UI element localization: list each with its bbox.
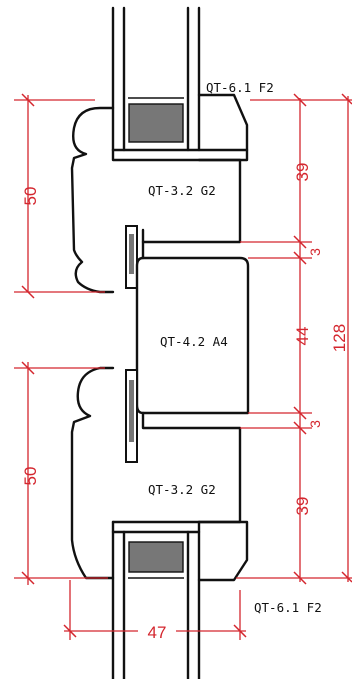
middle-sash-profile <box>135 256 250 415</box>
dim-right-gap-lower: 3 <box>307 420 323 428</box>
dim-left-upper: 50 <box>21 187 40 206</box>
bottom-width-dimension <box>63 580 247 640</box>
right-dimensions <box>236 93 352 585</box>
upper-gasket-core <box>129 234 134 274</box>
dim-right-bottom: 39 <box>293 497 312 516</box>
dim-right-middle: 44 <box>293 327 312 346</box>
upper-sash-profile <box>70 106 242 294</box>
label-lower-sash: QT-3.2 G2 <box>148 482 216 497</box>
left-dimensions <box>14 93 108 585</box>
bottom-glass-spacer <box>128 541 184 573</box>
top-glass-spacer <box>128 103 184 143</box>
dim-right-gap-upper: 3 <box>307 248 323 256</box>
label-upper-sash: QT-3.2 G2 <box>148 183 216 198</box>
dim-left-lower: 50 <box>21 467 40 486</box>
dim-right-top: 39 <box>293 163 312 182</box>
dim-bottom-width: 47 <box>148 623 167 642</box>
label-top-frame: QT-6.1 F2 <box>206 80 274 95</box>
lower-gasket-core <box>129 380 134 442</box>
label-bottom-frame: QT-6.1 F2 <box>254 600 322 615</box>
bottom-frame-profile <box>111 520 249 679</box>
label-middle-sash: QT-4.2 A4 <box>160 334 228 349</box>
dim-overall: 128 <box>330 324 349 352</box>
